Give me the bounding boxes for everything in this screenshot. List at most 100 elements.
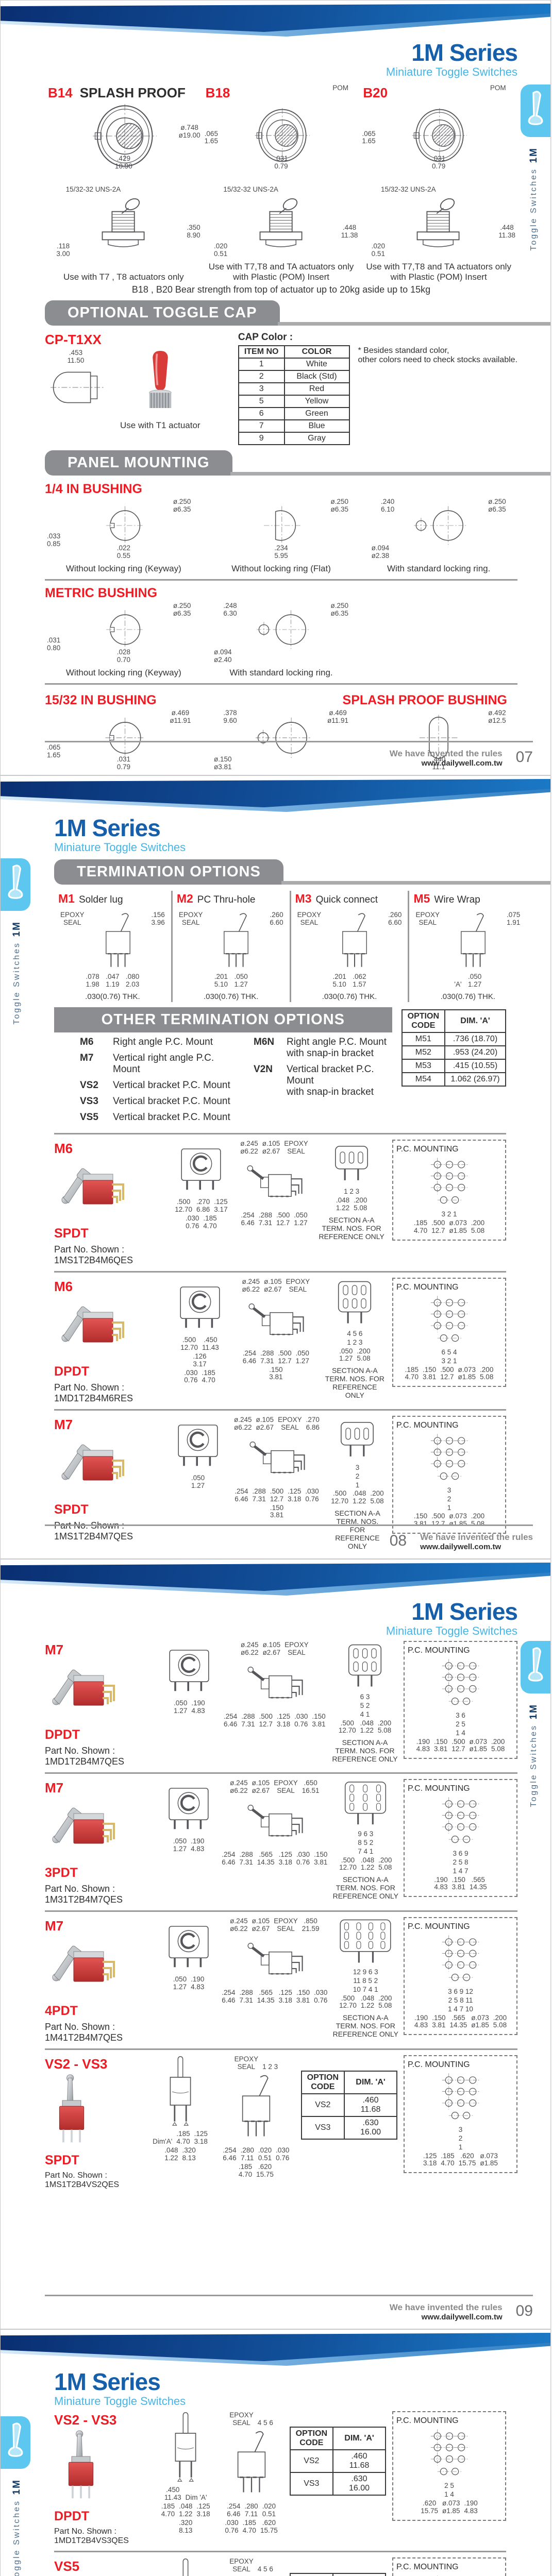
front-drawing <box>164 2411 207 2483</box>
dim-label: .125 3.18 <box>288 1487 302 1503</box>
dim-label: .500 12.70 <box>175 1197 193 1213</box>
dim-label: ø.245 ø6.22 <box>230 1779 248 1794</box>
part-number: Part No. Shown : 1MS1T2B4VS2QES <box>45 2171 120 2189</box>
item-no: 2 <box>238 370 285 383</box>
dim-label: .185 4.70 <box>242 2518 256 2534</box>
dim-label: .201 5.10 <box>332 973 346 988</box>
tab-series-label: 1M <box>528 147 539 163</box>
dim-label: ø.469 ø11.91 <box>327 709 349 724</box>
pc-mounting-box: P.C. MOUNTING 3 6 9 2 5 8 1 4 7 .190 4.8… <box>404 1779 517 1897</box>
dim-label: .650 16.51 <box>302 1779 320 1794</box>
series-title: 1M Series <box>411 1598 518 1625</box>
thickness-note: .030(0.76) THK. <box>85 992 140 1001</box>
page-header: 1M Series Miniature Toggle Switches <box>1 37 550 79</box>
b18-heading: B18 <box>205 85 230 100</box>
header-swoosh <box>1 1563 550 1596</box>
cap-photo <box>141 349 179 416</box>
dim-label: Dim'A' <box>153 2137 173 2145</box>
dim-label: .254 6.46 <box>223 2146 237 2162</box>
footer-tagline: We have invented the rules <box>389 2302 503 2312</box>
side-tab[interactable] <box>521 84 550 137</box>
header-swoosh <box>1 779 550 812</box>
hole-drawing: ø.250 ø6.35 .234 5.95 Without locking ri… <box>203 497 360 574</box>
tab-series-label: 1M <box>11 921 22 937</box>
dim-label: ø.094 ø2.38 <box>371 544 390 560</box>
dim-label: .080 2.03 <box>126 973 140 988</box>
footer-website[interactable]: www.dailywell.com.tw <box>421 2313 503 2321</box>
dim-label: .500 12.7 <box>270 1487 284 1503</box>
part-number: Part No. Shown : 1M41T2B4M7QES <box>45 2022 123 2043</box>
dim-label: .048 1.22 <box>353 1489 366 1505</box>
col-header: DIM. 'A' <box>344 2071 397 2094</box>
group-title: 15/32 IN BUSHING <box>45 693 157 707</box>
dim-a-value: .630 16.00 <box>332 2472 386 2496</box>
pole-label: SPDT <box>54 1226 89 1241</box>
epoxy-seal-label: EPOXY SEAL <box>178 911 203 926</box>
epoxy-seal-label: EPOXY SEAL <box>286 1277 310 1293</box>
dim-label: ø.492 ø12.5 <box>488 709 506 724</box>
front-drawing <box>170 1416 226 1471</box>
b18-side-drawing <box>247 197 315 255</box>
dim-label: .200 5.08 <box>480 1365 494 1381</box>
dim-label: ø.250 ø6.35 <box>173 602 191 617</box>
header-swoosh <box>1 2333 550 2366</box>
dim-label: .500 12.70 <box>180 1335 198 1351</box>
dim-label: .500 12.7 <box>278 1349 292 1365</box>
dim-label: .048 1.22 <box>179 2502 193 2518</box>
epoxy-seal-label: EPOXY SEAL <box>234 2055 259 2071</box>
dim-label: .030 0.76 <box>276 2146 290 2162</box>
dim-label: .050 1.27 <box>468 973 482 988</box>
dim-label: .288 7.31 <box>260 1349 274 1365</box>
terminal-view: 6 3 5 2 4 1 .500 12.70.048 1.22.200 5.08… <box>332 1641 398 1763</box>
dim-label: .125 3.18 <box>196 2502 210 2518</box>
terminal-numbers: 4 5 6 <box>257 2418 273 2427</box>
footer-website[interactable]: www.dailywell.com.tw <box>421 759 503 768</box>
dim-label: .185 4.70 <box>441 2151 455 2167</box>
side-view: ø.245 ø6.22ø.105 ø2.67EPOXY SEAL.850 21.… <box>220 1917 329 2005</box>
switch-photo <box>54 1295 131 1357</box>
dim-label: .620 15.75 <box>260 2518 278 2534</box>
dim-a-value: 1.062 (26.97) <box>444 1072 506 1087</box>
dim-label: .280 7.11 <box>244 2502 258 2518</box>
toggle-switch-icon <box>8 865 23 899</box>
epoxy-seal-label: EPOXY SEAL <box>285 1641 309 1656</box>
dim-label: .200 5.08 <box>471 1218 485 1234</box>
section-bar-panel-mounting: PANEL MOUNTING <box>45 450 550 476</box>
dim-label: ø.073 ø1.85 <box>471 2013 489 2029</box>
option-code: VS2 <box>289 2449 334 2473</box>
dim-label: .254 6.46 <box>227 2502 241 2518</box>
dim-label: .050 1.27 <box>294 1211 308 1227</box>
color-name: Yellow <box>283 395 350 408</box>
epoxy-seal-label: EPOXY SEAL <box>60 911 85 926</box>
footer-website[interactable]: www.dailywell.com.tw <box>420 1543 501 1551</box>
section-bar-optional-toggle-cap: OPTIONAL TOGGLE CAP <box>45 300 550 326</box>
part-number: Part No. Shown : 1MD1T2B4M7QES <box>45 1745 125 1767</box>
dim-label: .260 6.60 <box>388 911 402 926</box>
pin-numbers: 3 6 9 12 2 5 8 11 1 4 7 10 <box>448 1988 473 2013</box>
side-drawing <box>230 2072 282 2144</box>
side-tab[interactable] <box>1 858 30 911</box>
dim-label: Dim 'A' <box>185 2493 207 2501</box>
dim-a-value: .460 11.68 <box>332 2449 386 2473</box>
dim-label: .125 3.18 <box>423 2151 437 2167</box>
side-tab[interactable] <box>1 2416 30 2469</box>
table-row: VS3.630 16.00 <box>289 2472 386 2496</box>
dim-label: .200 5.08 <box>491 1737 505 1753</box>
side-tab[interactable] <box>521 1641 550 1693</box>
epoxy-seal-label: EPOXY SEAL <box>415 911 440 926</box>
dim-label: .254 6.46 <box>222 1988 236 2004</box>
pc-mounting-drawing <box>434 1655 488 1709</box>
dim-label: .150 3.81 <box>296 1988 310 2004</box>
front-view: Dim'A'.185 4.70.125 3.18.048 1.22.320 8.… <box>149 2055 211 2163</box>
pin-numbers: 3 2 1 <box>447 1486 451 1512</box>
page-header: 1M Series Miniature Toggle Switches <box>1 812 550 854</box>
vs2-vs3-spdt-block: VS2 - VS3 SPDT Part No. Shown : 1MS1T2B4… <box>45 2055 517 2190</box>
epoxy-seal-label: EPOXY SEAL <box>274 1779 298 1794</box>
